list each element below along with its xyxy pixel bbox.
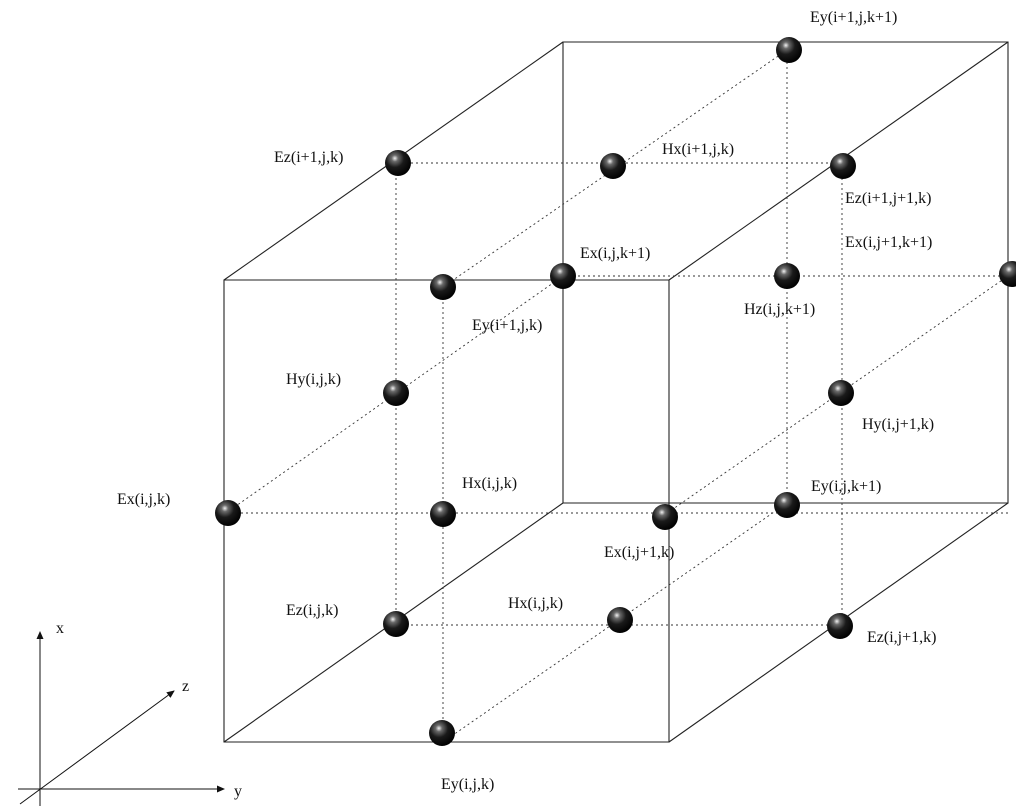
node-labels: Ey(i+1,j,k+1) Ez(i+1,j,k) Hx(i+1,j,k) Ez… — [117, 9, 936, 793]
label-hx-i1-j-k: Hx(i+1,j,k) — [662, 141, 734, 158]
node-ez-i1-j1-k — [830, 153, 856, 179]
label-ex-i-j-k: Ex(i,j,k) — [117, 491, 170, 508]
node-ex-i-j1-k — [652, 504, 678, 530]
y-axis-label: y — [234, 783, 242, 800]
z-axis-label: z — [182, 678, 189, 695]
node-hx-i-j-k-b — [607, 607, 633, 633]
label-ex-i-j1-k1: Ex(i,j+1,k+1) — [845, 234, 932, 251]
field-nodes — [215, 37, 1016, 746]
label-ex-i-j-k1: Ex(i,j,k+1) — [580, 245, 650, 262]
label-ey-i-j-k1: Ey(i,j,k+1) — [811, 478, 881, 495]
node-ey-i1-j-k — [430, 274, 456, 300]
label-ey-i1-j-k1: Ey(i+1,j,k+1) — [810, 9, 897, 26]
label-ex-i-j1-k: Ex(i,j+1,k) — [604, 544, 674, 561]
label-ez-i1-j1-k: Ez(i+1,j+1,k) — [845, 190, 931, 207]
node-hy-i-j-k — [383, 380, 409, 406]
node-hx-i-j-k-a — [430, 501, 456, 527]
node-ex-i-j-k1 — [550, 263, 576, 289]
node-ez-i1-j-k — [385, 150, 411, 176]
x-axis-label: x — [56, 620, 64, 637]
label-ez-i-j1-k: Ez(i,j+1,k) — [867, 629, 936, 646]
label-ey-i1-j-k: Ey(i+1,j,k) — [472, 317, 542, 334]
node-ey-i-j-k — [429, 720, 455, 746]
label-ez-i-j-k: Ez(i,j,k) — [286, 602, 338, 619]
label-hz-i-j-k1: Hz(i,j,k+1) — [744, 301, 815, 318]
node-ey-i1-j-k1 — [776, 37, 802, 63]
coordinate-axes: x y z — [18, 620, 242, 806]
node-hx-i1-j-k — [600, 153, 626, 179]
label-hy-i-j-k: Hy(i,j,k) — [286, 371, 341, 388]
label-hx-i-j-k-b: Hx(i,j,k) — [508, 595, 563, 612]
node-ex-i-j-k — [215, 500, 241, 526]
label-ey-i-j-k: Ey(i,j,k) — [441, 776, 494, 793]
node-ez-i-j1-k — [827, 613, 853, 639]
label-hy-i-j1-k: Hy(i,j+1,k) — [862, 416, 934, 433]
label-ez-i1-j-k: Ez(i+1,j,k) — [274, 149, 343, 166]
node-ex-i-j1-k1 — [999, 261, 1016, 287]
label-hx-i-j-k-a: Hx(i,j,k) — [462, 475, 517, 492]
z-axis-arrow — [19, 690, 175, 805]
node-ez-i-j-k — [383, 611, 409, 637]
node-hz-i-j-k1 — [774, 263, 800, 289]
node-ey-i-j-k1 — [774, 492, 800, 518]
node-hy-i-j1-k — [828, 380, 854, 406]
